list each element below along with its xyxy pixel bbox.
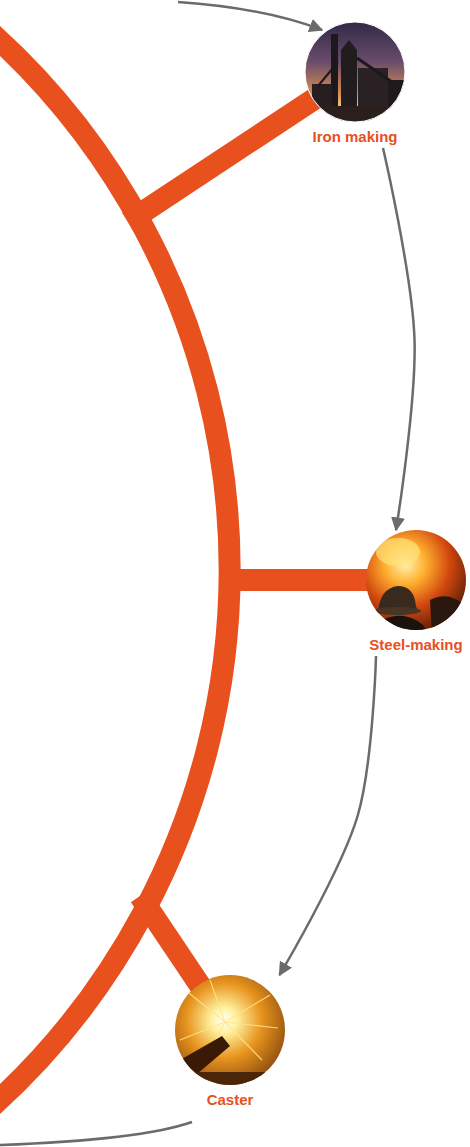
photo-rim [305, 22, 405, 122]
steel-furnace-photo [362, 526, 470, 634]
flow-arrow [383, 148, 415, 530]
flow-arrow-in [178, 2, 322, 30]
photo-node: Steel-making [366, 530, 466, 654]
caster-sparks-photo [170, 970, 290, 1090]
node-label: Iron making [312, 128, 397, 146]
flow-arrow [280, 656, 377, 975]
photo-node: Caster [175, 975, 285, 1109]
node-label: Steel-making [369, 636, 462, 654]
blast-furnace-photo [300, 18, 410, 128]
arc-spoke [128, 72, 355, 222]
flow-arrow-out [0, 1122, 192, 1145]
node-label: Caster [207, 1091, 254, 1109]
photo-node: Iron making [305, 22, 405, 146]
